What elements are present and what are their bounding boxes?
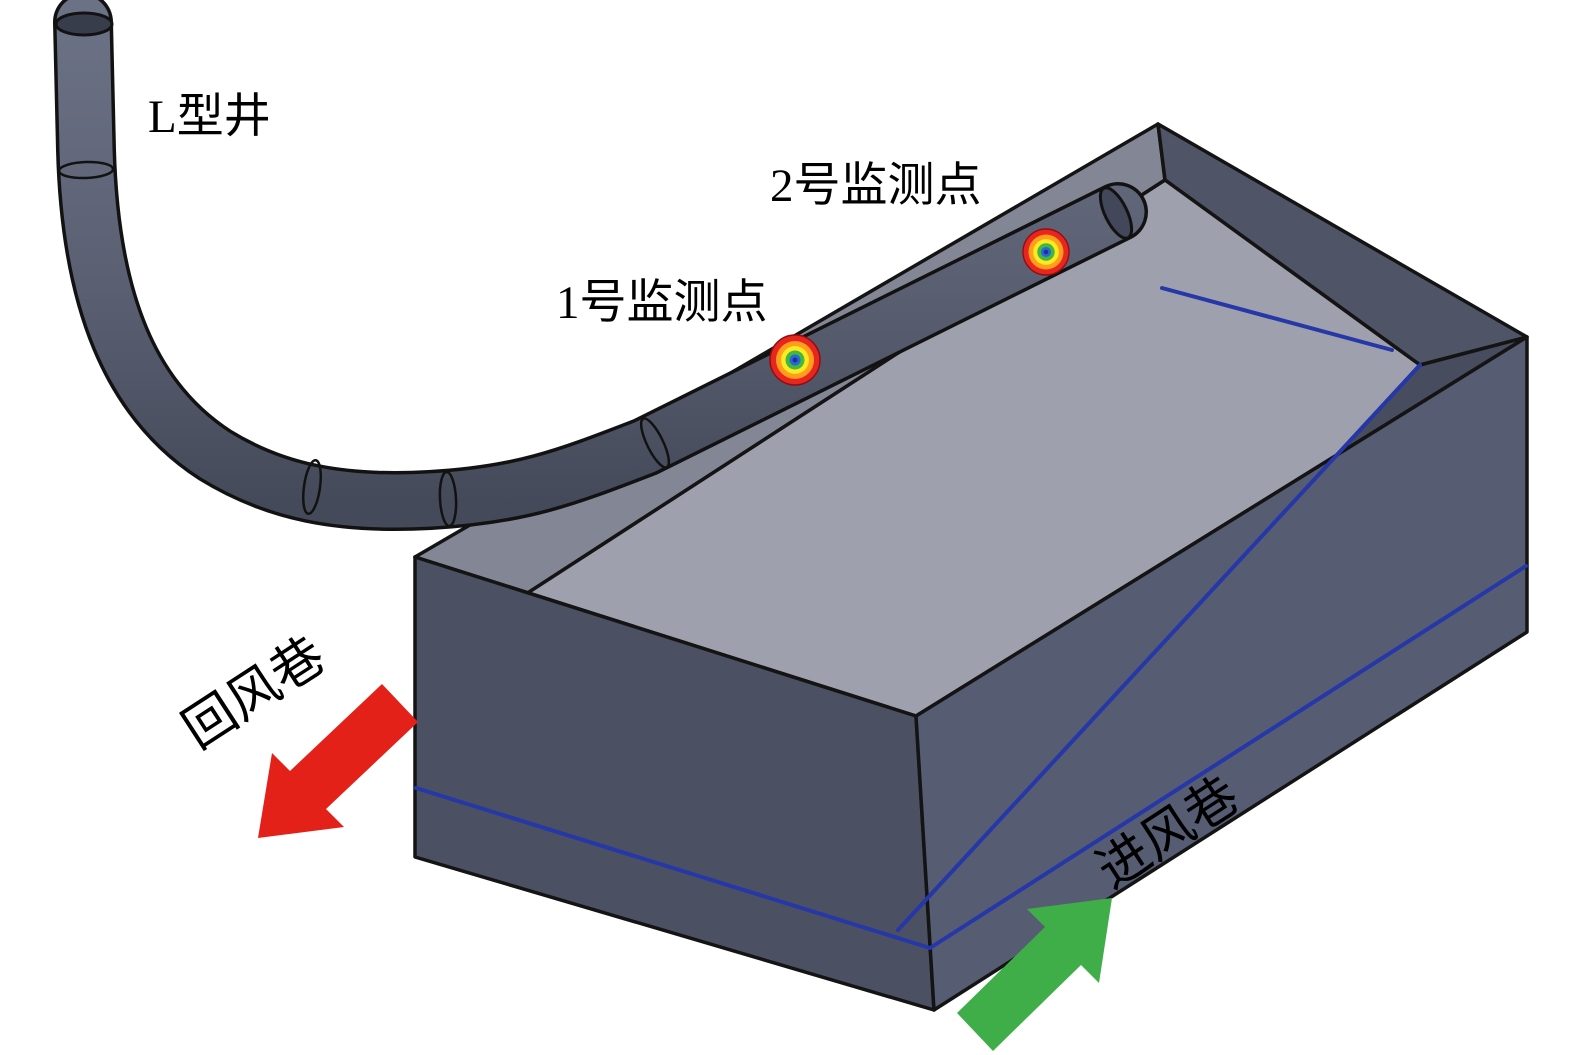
wellhead-opening xyxy=(54,11,114,37)
l-well-pipe xyxy=(53,0,1148,532)
pipe-joint-1 xyxy=(57,160,115,180)
monitor-point-1 xyxy=(769,334,821,386)
label-monitor-1: 1号监测点 xyxy=(556,277,768,329)
pipe-joint-4 xyxy=(639,417,671,469)
pipe-end-cap xyxy=(1098,186,1134,240)
intake-airway-arrow xyxy=(957,898,1112,1051)
outer-right-face xyxy=(914,335,1529,1012)
monitor-1-center xyxy=(792,357,798,363)
label-monitor-2: 2号监测点 xyxy=(770,160,982,212)
label-return-airway: 回风巷 xyxy=(173,627,335,760)
monitor-2-center xyxy=(1043,249,1049,255)
label-l-well: L型井 xyxy=(148,91,271,143)
monitor-point-2 xyxy=(1022,228,1070,276)
pipe-body xyxy=(56,0,1145,528)
seam-marker-line-floor-edge xyxy=(896,363,1422,932)
seam-marker-line-far xyxy=(1160,286,1394,352)
return-airway-arrow xyxy=(258,684,418,838)
pipe-joint-2 xyxy=(301,458,323,516)
seam-marker-line-front xyxy=(414,564,1528,951)
pipe-joint-3 xyxy=(438,470,458,528)
